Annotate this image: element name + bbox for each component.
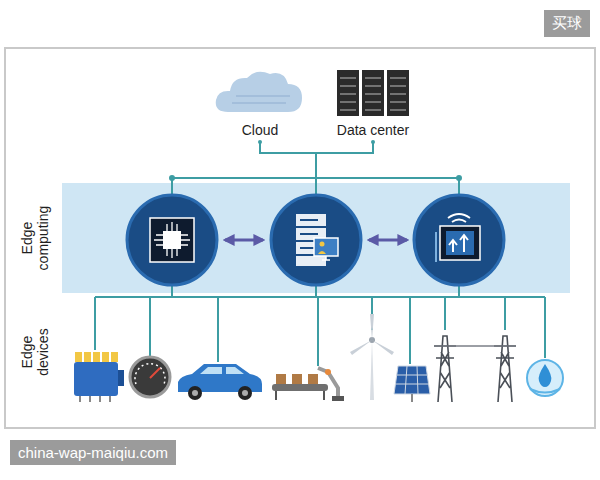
device-lines <box>95 284 545 366</box>
fuse-block <box>74 352 124 402</box>
cloud-node: Cloud <box>210 68 310 142</box>
water-icon <box>527 360 563 396</box>
car <box>178 364 262 400</box>
edge-nodes <box>127 195 504 285</box>
axis-label: Edge devices <box>19 316 51 388</box>
node-label: Cloud <box>242 122 279 138</box>
chip-icon <box>150 218 194 262</box>
connector-dot <box>258 140 262 144</box>
node-label: Data center <box>337 122 409 138</box>
solar-panel <box>394 366 430 402</box>
edge-band: Edge computing <box>62 183 570 293</box>
watermark-badge: china-wap-maiqiu.com <box>10 440 176 465</box>
conveyor-robot <box>272 368 344 401</box>
wind-turbine <box>350 314 394 400</box>
transmission-towers <box>434 336 516 402</box>
cloud-icon <box>216 72 302 112</box>
connector <box>260 142 316 183</box>
connector <box>316 142 373 183</box>
connector-dot <box>371 140 375 144</box>
edge-band <box>62 183 570 293</box>
tablet-icon <box>436 214 480 262</box>
datacenter-node: Data center <box>322 68 424 142</box>
frame <box>5 48 595 428</box>
server-icon <box>296 214 338 266</box>
node-label: Edge computing <box>19 202 51 274</box>
server-racks <box>337 70 409 116</box>
watermark-badge: 买球 <box>544 10 590 37</box>
double-arrows <box>225 239 407 242</box>
gauge <box>130 357 170 397</box>
